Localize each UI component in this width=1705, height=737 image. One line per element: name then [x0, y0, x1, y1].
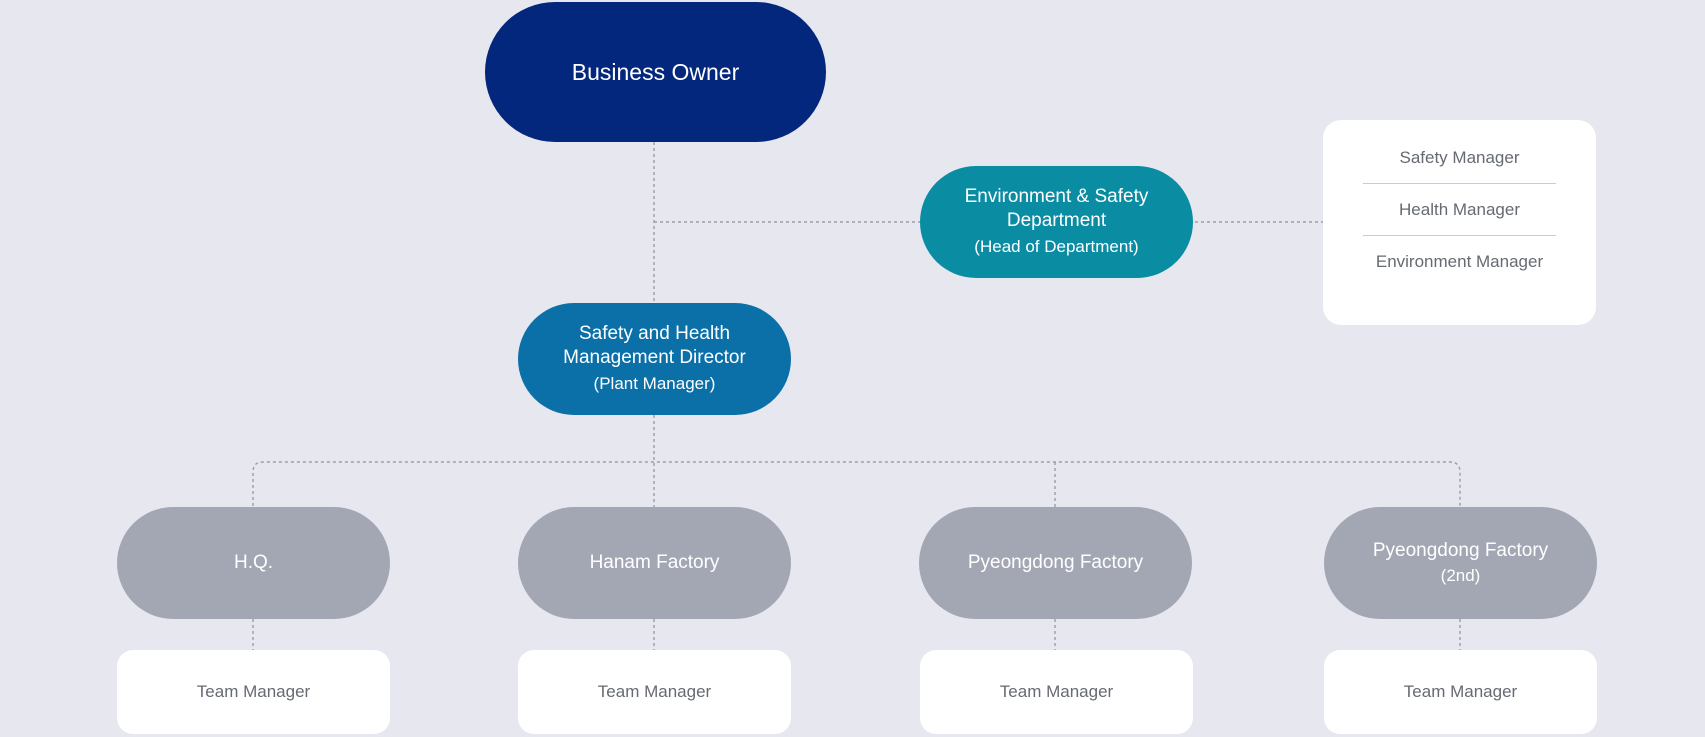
- team-manager-label: Team Manager: [999, 682, 1114, 701]
- team-manager-label: Team Manager: [597, 682, 712, 701]
- env-department-title-line1: Environment & Safety: [964, 186, 1149, 207]
- director-title-line1: Safety and Health: [578, 323, 731, 344]
- director-subtitle: (Plant Manager): [593, 374, 716, 393]
- env-department-node: Environment & Safety Department (Head of…: [920, 166, 1193, 278]
- team-manager-pyeongdong-2nd: Team Manager: [1324, 650, 1597, 734]
- team-manager-hanam: Team Manager: [518, 650, 791, 734]
- site-node-hanam: Hanam Factory: [518, 507, 791, 619]
- team-manager-pyeongdong: Team Manager: [920, 650, 1193, 734]
- connector-site-bus: [252, 461, 1461, 518]
- env-department-subtitle: (Head of Department): [974, 237, 1139, 256]
- director-title-line2: Management Director: [563, 347, 746, 368]
- team-manager-label: Team Manager: [196, 682, 311, 701]
- site-node-pyeongdong: Pyeongdong Factory: [919, 507, 1192, 619]
- business-owner-label: Business Owner: [571, 58, 740, 85]
- site-node-pyeongdong-2nd: Pyeongdong Factory (2nd): [1324, 507, 1597, 619]
- managers-box: Safety Manager Health Manager Environmen…: [1323, 120, 1596, 325]
- team-manager-hq: Team Manager: [117, 650, 390, 734]
- manager-item-environment: Environment Manager: [1375, 251, 1544, 271]
- business-owner-node: Business Owner: [485, 2, 826, 142]
- site-node-hq: H.Q.: [117, 507, 390, 619]
- manager-item-health: Health Manager: [1363, 184, 1556, 236]
- director-node: Safety and Health Management Director (P…: [518, 303, 791, 415]
- team-manager-label: Team Manager: [1403, 682, 1518, 701]
- env-department-title-line2: Department: [1006, 210, 1107, 231]
- site-name: H.Q.: [233, 552, 274, 573]
- site-sub: (2nd): [1440, 566, 1481, 585]
- site-name: Pyeongdong Factory: [1372, 540, 1549, 561]
- manager-item-safety: Safety Manager: [1363, 132, 1556, 184]
- site-name: Pyeongdong Factory: [967, 552, 1144, 573]
- site-name: Hanam Factory: [589, 552, 720, 573]
